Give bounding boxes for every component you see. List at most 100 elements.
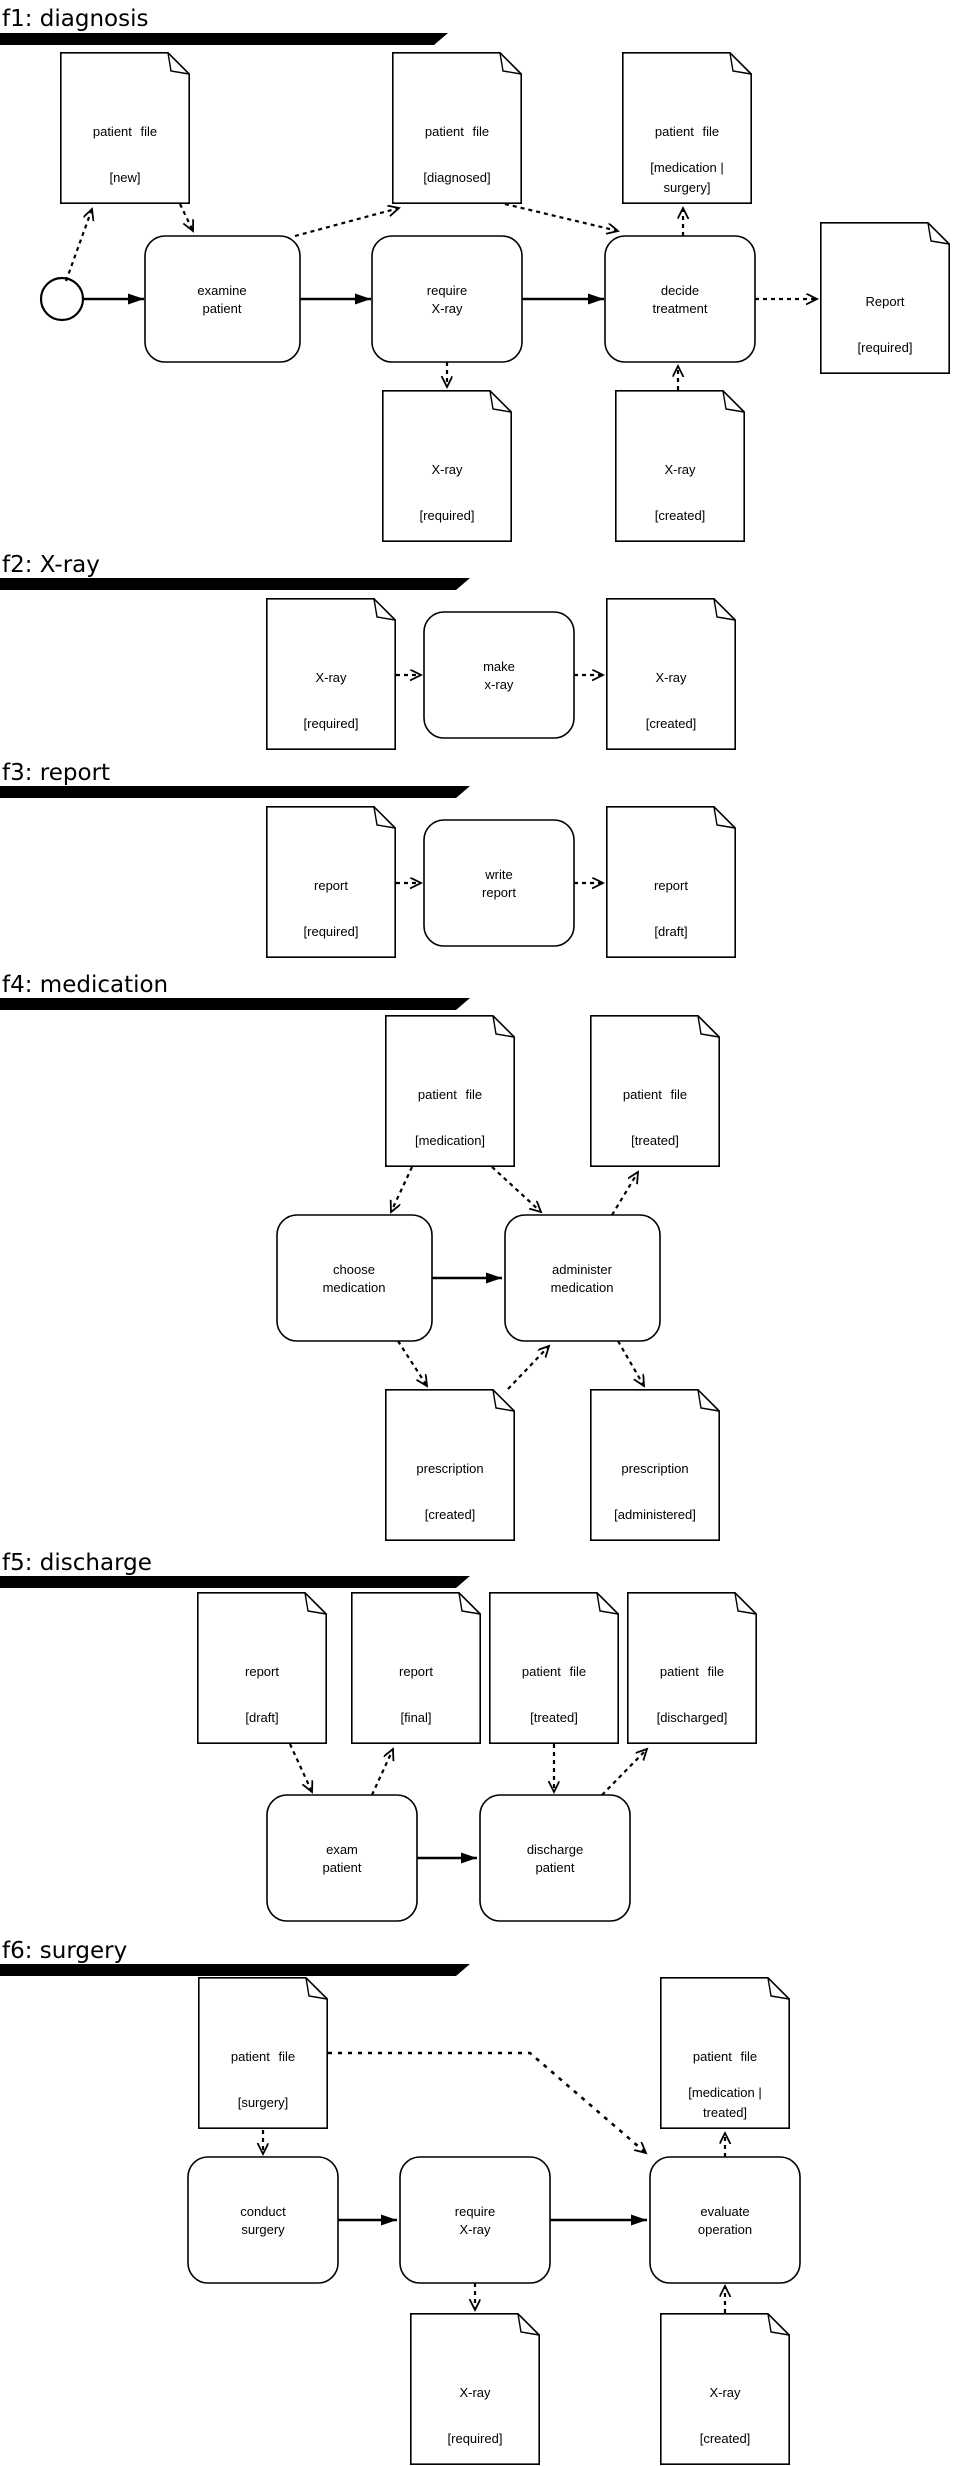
doc-name-label: report <box>654 878 688 893</box>
doc-name-label: X-ray <box>431 462 463 477</box>
doc-state-label: [required] <box>448 2431 503 2446</box>
dataflow-patient-file-surgery-to-evaluate <box>328 2051 646 2153</box>
doc-name-label: X-ray <box>315 670 347 685</box>
dataflow-patient-file-medication-to-administer <box>491 1166 541 1212</box>
doc-name-label: patient file <box>93 124 157 139</box>
activity-label-line2: treatment <box>653 301 708 316</box>
activity-shape <box>187 2156 339 2284</box>
fragment-f2: f2: X-ray X-ray [required] X-ray [create… <box>0 552 737 751</box>
doc-patient-file-new: patient file [new] <box>59 51 190 204</box>
fragment-f6: f6: surgery patient file [surgery] patie… <box>0 1938 801 2465</box>
fragment-f5-title: f5: discharge <box>2 1550 152 1576</box>
activity-examine-patient: examine patient <box>144 235 301 363</box>
dataflow-patient-file-new-to-examine <box>179 203 193 231</box>
fragment-f2-title: f2: X-ray <box>2 552 100 578</box>
doc-name-label: Report <box>865 294 904 309</box>
doc-name-label: report <box>399 1664 433 1679</box>
activity-exam-patient: exam patient <box>266 1794 418 1922</box>
dataflow-prescription-created-to-administer <box>507 1346 549 1390</box>
doc-state-label: [new] <box>109 170 140 185</box>
doc-name-label: patient file <box>231 2049 295 2064</box>
activity-label-line2: operation <box>698 2222 752 2237</box>
doc-xray-created-f1: X-ray [created] <box>614 389 746 543</box>
dataflow-report-draft-to-exam <box>289 1743 312 1792</box>
doc-report-required: Report [required] <box>819 222 951 375</box>
doc-state-label: [required] <box>304 924 359 939</box>
doc-name-label: patient file <box>418 1087 482 1102</box>
activity-label-line2: report <box>482 885 516 900</box>
activity-shape <box>479 1794 631 1922</box>
doc-state-label-line2: surgery] <box>664 180 711 195</box>
dataflow-examine-to-patient-file-diagnosed <box>294 208 399 238</box>
fragment-f1-bar <box>0 33 448 45</box>
fragment-f4-title: f4: medication <box>2 972 168 998</box>
doc-state-label: [created] <box>646 716 697 731</box>
doc-state-label: [draft] <box>654 924 687 939</box>
doc-patient-file-treated-f4: patient file [treated] <box>589 1014 721 1167</box>
doc-state-label: [diagnosed] <box>423 170 490 185</box>
activity-label-line1: require <box>427 283 467 298</box>
doc-name-label: X-ray <box>709 2385 741 2400</box>
activity-choose-medication: choose medication <box>276 1214 433 1342</box>
activity-shape <box>276 1214 433 1342</box>
doc-name-label: X-ray <box>655 670 687 685</box>
doc-name-label: report <box>245 1664 279 1679</box>
doc-patient-file-surgery: patient file [surgery] <box>198 1977 329 2129</box>
doc-state-label-line2: treated] <box>703 2105 747 2120</box>
activity-shape <box>423 611 575 739</box>
doc-name-label: patient file <box>660 1664 724 1679</box>
doc-state-label: [administered] <box>614 1507 696 1522</box>
doc-name-label: patient file <box>425 124 489 139</box>
doc-report-draft-f3: report [draft] <box>605 805 737 959</box>
doc-name-label: X-ray <box>664 462 696 477</box>
doc-xray-required-f2: X-ray [required] <box>265 597 397 751</box>
activity-label-line1: write <box>484 867 512 882</box>
activity-label-line1: require <box>455 2204 495 2219</box>
activity-shape <box>423 819 575 947</box>
fragment-f6-bar <box>0 1964 470 1976</box>
doc-name-label: X-ray <box>459 2385 491 2400</box>
activity-label-line1: examine <box>197 283 246 298</box>
doc-xray-required-f1: X-ray [required] <box>381 389 513 543</box>
doc-state-label: [medication] <box>415 1133 485 1148</box>
activity-label-line2: medication <box>323 1280 386 1295</box>
dataflow-patient-file-diagnosed-to-decide <box>504 202 618 231</box>
doc-name-label: patient file <box>655 124 719 139</box>
activity-label-line2: x-ray <box>485 677 514 692</box>
dataflow-start-to-patient-file-new <box>64 209 92 282</box>
activity-decide-treatment: decide treatment <box>604 235 756 363</box>
doc-xray-created-f6: X-ray [created] <box>659 2313 791 2465</box>
fragment-f3: f3: report report [required] report [dra… <box>0 760 737 959</box>
activity-label-line2: patient <box>202 301 241 316</box>
doc-state-label: [required] <box>420 508 475 523</box>
fragment-f6-title: f6: surgery <box>2 1938 127 1964</box>
activity-label-line1: choose <box>333 1262 375 1277</box>
activity-label-line1: administer <box>552 1262 613 1277</box>
doc-state-label: [treated] <box>530 1710 578 1725</box>
doc-prescription-administered: prescription [administered] <box>589 1389 721 1541</box>
activity-label-line1: evaluate <box>700 2204 749 2219</box>
activity-label-line2: surgery <box>241 2222 285 2237</box>
fragment-f1: f1: diagnosis patient file [new] patient… <box>0 6 951 543</box>
dataflow-administer-to-prescription-administered <box>617 1340 644 1386</box>
activity-label-line2: X-ray <box>459 2222 491 2237</box>
dataflow-choose-to-prescription-created <box>397 1340 427 1386</box>
activity-label-line1: make <box>483 659 515 674</box>
activity-discharge-patient: discharge patient <box>479 1794 631 1922</box>
fragment-f5: f5: discharge report [draft] report [fin… <box>0 1550 758 1922</box>
doc-state-label: [treated] <box>631 1133 679 1148</box>
activity-label-line1: decide <box>661 283 699 298</box>
activity-shape <box>266 1794 418 1922</box>
doc-patient-file-discharged: patient file [discharged] <box>626 1592 758 1744</box>
fragment-f4-bar <box>0 998 470 1010</box>
doc-patient-file-diagnosed: patient file [diagnosed] <box>391 51 523 204</box>
doc-patient-file-treated-f5: patient file [treated] <box>488 1592 620 1744</box>
doc-state-label: [discharged] <box>657 1710 728 1725</box>
activity-administer-medication: administer medication <box>504 1214 661 1342</box>
doc-report-final: report [final] <box>350 1592 482 1744</box>
doc-name-label: patient file <box>522 1664 586 1679</box>
doc-name-label: prescription <box>416 1461 483 1476</box>
doc-report-required-f3: report [required] <box>265 805 397 959</box>
activity-require-xray-f1: require X-ray <box>371 235 523 363</box>
doc-state-label: [created] <box>655 508 706 523</box>
